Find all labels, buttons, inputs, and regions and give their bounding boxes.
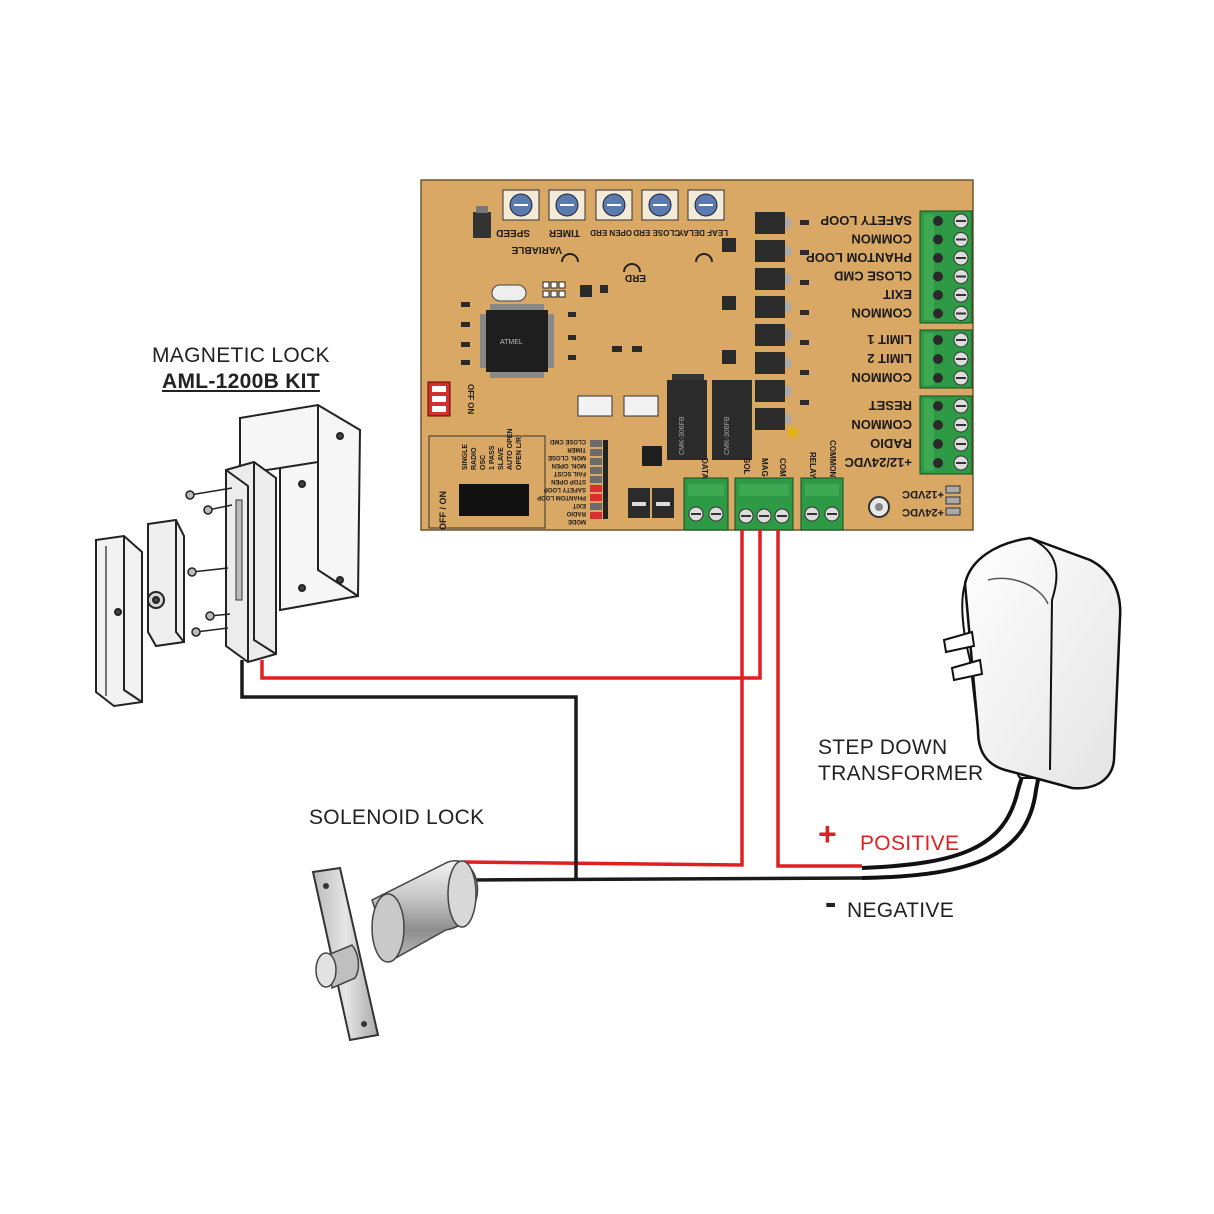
terminal-label: RADIO xyxy=(870,436,912,451)
terminal-label: RESET xyxy=(869,398,912,413)
positive-sign: + xyxy=(818,816,837,852)
wiring xyxy=(240,530,863,882)
switch-label: 1 PASS xyxy=(489,445,496,470)
dip-label: OFF ON xyxy=(466,384,475,414)
switch-label: OPEN L/R xyxy=(516,437,523,470)
relay-pair: CMK-306FB CMK-306FB xyxy=(667,380,752,460)
terminal-block-data[interactable] xyxy=(683,477,729,531)
terminal-label: SAFETY LOOP xyxy=(820,213,912,228)
solenoid-lock xyxy=(311,860,479,1042)
dip-switch xyxy=(427,381,451,417)
switch-edge-label: OFF / ON xyxy=(438,491,448,530)
maglock-title: MAGNETIC LOCK xyxy=(152,344,330,367)
negative-label: NEGATIVE xyxy=(847,899,955,922)
transformer-label-line1: STEP DOWN xyxy=(818,736,948,759)
terminal-label: COMMON xyxy=(851,370,912,385)
solenoid-label: SOLENOID LOCK xyxy=(309,806,485,829)
wire-positive-solenoid xyxy=(463,530,744,867)
led-label: MODE xyxy=(568,518,586,524)
terminal-label: +12/24VDC xyxy=(844,455,912,470)
potentiometer xyxy=(595,189,633,221)
control-board: SPEED TIMER OPEN ERD CLOSE ERD LEAF DELA… xyxy=(420,179,974,531)
step-down-transformer xyxy=(861,536,1122,880)
potentiometer xyxy=(548,189,586,221)
terminal-block-relay[interactable] xyxy=(800,477,844,531)
terminal-label: PHANTOM LOOP xyxy=(806,250,912,265)
bottom-terminal-label-data: DATA xyxy=(700,458,709,479)
potentiometer xyxy=(641,189,679,221)
maglock-kit-label: AML-1200B KIT xyxy=(162,370,320,393)
led-label: RADIO xyxy=(566,510,586,516)
switch-label: SINGLE xyxy=(462,444,469,470)
pot-label-timer: TIMER xyxy=(548,227,580,238)
pot-label-close-erd: CLOSE ERD xyxy=(633,228,680,237)
led-label: STOP OPEN xyxy=(551,478,586,484)
jumper-group xyxy=(561,253,713,273)
power-label-24v: +24VDC xyxy=(902,506,944,518)
led-label: SAFETY LOOP xyxy=(544,486,586,492)
led-label: PHANTOM LOOP xyxy=(537,494,586,500)
wire-positive-maglock xyxy=(260,530,762,680)
positive-label: POSITIVE xyxy=(860,832,960,855)
wire-negative-solenoid xyxy=(469,876,863,882)
pot-label-open-erd: OPEN ERD xyxy=(590,228,632,237)
terminal-label: COMMON xyxy=(851,232,912,247)
transistor-column xyxy=(755,212,791,430)
bottom-terminal-label-com: COM xyxy=(778,458,787,477)
led-label: FAIL SC/ST xyxy=(553,470,586,476)
transformer-label-line2: TRANSFORMER xyxy=(818,762,984,785)
potentiometer-row xyxy=(502,189,725,221)
magnetic-lock-kit xyxy=(95,403,362,708)
bottom-terminal-label-relay: RELAY xyxy=(808,452,817,479)
variable-label: VARIABLE xyxy=(511,244,562,255)
microcontroller-chip: ATMEL xyxy=(480,304,554,378)
potentiometer xyxy=(687,189,725,221)
led-label: MON. CLOSE xyxy=(548,454,586,460)
relay-text: CMK-306FB xyxy=(679,416,686,455)
chip-text: ATMEL xyxy=(500,339,523,346)
led-label: EXIT xyxy=(572,502,586,508)
switch-label: AUTO OPEN xyxy=(507,429,514,471)
terminal-label: COMMON xyxy=(851,306,912,321)
power-label-12v: +12VDC xyxy=(902,488,944,500)
switch-label: OSC xyxy=(480,455,487,470)
potentiometer xyxy=(502,189,540,221)
terminal-label: LIMIT 2 xyxy=(867,351,912,366)
led-label: TIMER xyxy=(567,446,586,452)
led-column xyxy=(590,440,608,519)
switch-label: RADIO xyxy=(471,447,478,470)
pot-label-speed: SPEED xyxy=(496,227,530,238)
bottom-terminal-label-common: COMMON xyxy=(828,440,837,478)
led-label: MON. OPEN xyxy=(552,462,586,468)
terminal-block-right-1[interactable] xyxy=(919,210,973,324)
transformer-cable xyxy=(861,769,1026,870)
wire-positive-transformer xyxy=(776,530,862,868)
relay-text: CMK-306FB xyxy=(724,416,731,455)
led-label: CLOSE CMD xyxy=(549,438,586,444)
terminal-label: CLOSE CMD xyxy=(834,269,912,284)
mode-switch-block: OFF / ON SINGLE RADIO OSC 1 PASS SLAVE A… xyxy=(428,429,546,530)
terminal-label: COMMON xyxy=(851,417,912,432)
terminal-block-lock-output[interactable] xyxy=(734,477,794,531)
bottom-terminal-label-sol: SOL xyxy=(742,458,751,475)
terminal-label: EXIT xyxy=(883,287,912,302)
bottom-terminal-label-mag: MAG xyxy=(760,458,769,477)
erd-label: ERD xyxy=(625,272,646,283)
negative-sign: - xyxy=(825,884,837,922)
terminal-label: LIMIT 1 xyxy=(867,332,912,347)
wire-negative-maglock xyxy=(240,660,578,878)
switch-label: SLAVE xyxy=(498,447,505,470)
pot-label-leaf-delay: LEAF DELAY xyxy=(678,228,728,237)
